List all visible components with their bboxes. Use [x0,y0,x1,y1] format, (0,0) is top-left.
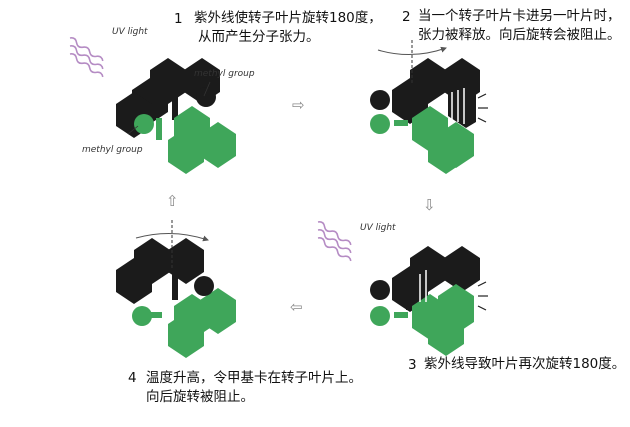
step-2-line-1: 当一个转子叶片卡进另一叶片时， [418,8,621,24]
step-1-line-2: 从而产生分子张力。 [198,29,320,45]
methyl-leader-top [203,81,211,97]
strain-lines [477,281,488,311]
stator-green [394,106,474,174]
step-3-line-1: 紫外线导致叶片再次旋转180度。 [424,356,626,372]
step-4-line-1: 温度升高，令甲基卡在转子叶片上。 [146,370,362,386]
molecule-step-4 [116,238,236,358]
uv-waves-3 [317,221,352,262]
methyl-group-green [370,114,390,134]
methyl-group-label-top: methyl group [194,69,255,79]
methyl-group-black [194,276,214,296]
rotor-black [116,238,204,304]
step-2-number: 2 [402,9,411,25]
step-2-line-2: 张力被释放。向后旋转会被阻止。 [418,27,621,43]
stator-green [156,106,236,174]
methyl-group-green [132,306,152,326]
methyl-group-green [134,114,154,134]
rotor-black [392,246,480,312]
step-3-number: 3 [408,357,417,373]
methyl-group-black [370,90,390,110]
molecule-step-3 [370,246,488,356]
rotation-arrow-4 [135,232,209,242]
blade-stripes [419,270,427,302]
rotation-arrow-2 [377,46,447,56]
methyl-group-black [196,87,216,107]
methyl-group-label-bottom: methyl group [82,145,143,155]
step-4-line-2: 向后旋转被阻止。 [146,389,254,405]
flow-arrow-right: ⇨ [292,96,305,114]
step-4-number: 4 [128,370,137,386]
stator-green [394,284,474,356]
blade-stripes [451,88,465,124]
flow-arrow-left: ⇦ [290,298,303,316]
strain-lines [477,93,488,123]
methyl-group-black [370,280,390,300]
step-1-number: 1 [174,11,183,27]
rotor-black [116,58,220,138]
rotor-black [392,58,480,128]
uv-light-label-3: UV light [360,223,396,233]
methyl-leader-bottom [127,125,139,135]
molecule-step-1 [116,58,236,174]
uv-light-label-1: UV light [112,27,148,37]
step-1-line-1: 紫外线使转子叶片旋转180度， [194,10,382,26]
flow-arrow-down: ⇩ [423,196,436,214]
methyl-group-green [370,306,390,326]
molecule-step-2 [370,58,488,174]
stator-green [148,288,236,358]
uv-waves-1 [69,37,104,78]
flow-arrow-up: ⇧ [166,192,179,210]
